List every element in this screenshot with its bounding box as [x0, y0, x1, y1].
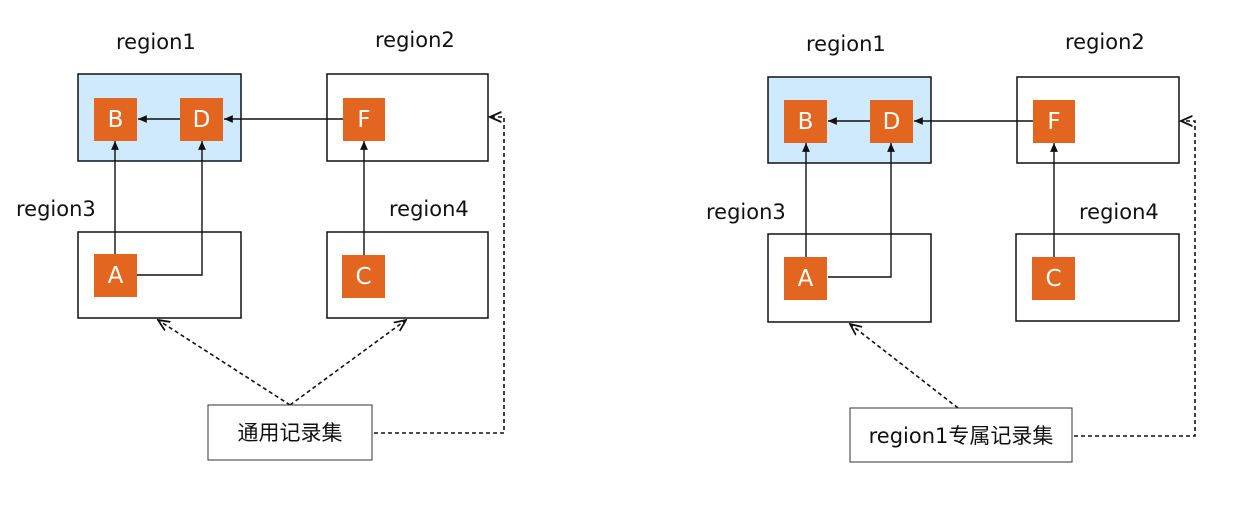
- dashed-arrow-to-region2: [1074, 121, 1196, 437]
- node-a: [784, 257, 827, 300]
- record-set-label: 通用记录集: [238, 421, 343, 445]
- node-d-label: D: [193, 107, 211, 133]
- dashed-arrow-to-region2: [374, 117, 505, 434]
- region4-label: region4: [1079, 200, 1159, 224]
- node-d-label: D: [883, 109, 901, 135]
- node-c-label: C: [355, 264, 371, 290]
- region1-label: region1: [116, 30, 196, 54]
- dashed-arrow-to-region3: [850, 324, 959, 409]
- node-a-label: A: [108, 263, 124, 289]
- node-a-label: A: [798, 266, 814, 292]
- node-f-label: F: [1047, 109, 1060, 135]
- node-c-label: C: [1045, 266, 1061, 292]
- record-set-box: [207, 404, 373, 461]
- region1-label: region1: [806, 32, 886, 56]
- node-d: [870, 100, 913, 143]
- node-c: [342, 255, 385, 298]
- node-d: [180, 98, 223, 141]
- node-b-label: B: [798, 109, 814, 135]
- arrow-a-to-d: [828, 143, 895, 278]
- record-set-label: region1专属记录集: [869, 424, 1054, 448]
- arrow-a-to-d: [137, 141, 206, 276]
- node-b-label: B: [108, 107, 124, 133]
- node-b: [784, 100, 827, 143]
- record-set-box: [849, 407, 1073, 463]
- region2-label: region2: [1065, 30, 1145, 54]
- node-b: [94, 98, 137, 141]
- node-a: [94, 254, 137, 297]
- node-f-label: F: [357, 107, 370, 133]
- region3-label: region3: [16, 197, 96, 221]
- node-f: [1033, 100, 1075, 143]
- dashed-arrow-to-region3: [158, 320, 291, 406]
- right-diagram: region1 region2 region3 region4 B D F A …: [706, 30, 1196, 463]
- dashed-arrow-to-region4: [289, 320, 406, 406]
- left-diagram: region1 region2 region3 region4 B D F A …: [16, 28, 505, 461]
- region4-label: region4: [389, 197, 469, 221]
- node-f: [343, 98, 385, 141]
- region3-label: region3: [706, 200, 786, 224]
- node-c: [1032, 257, 1075, 300]
- region2-label: region2: [375, 28, 455, 52]
